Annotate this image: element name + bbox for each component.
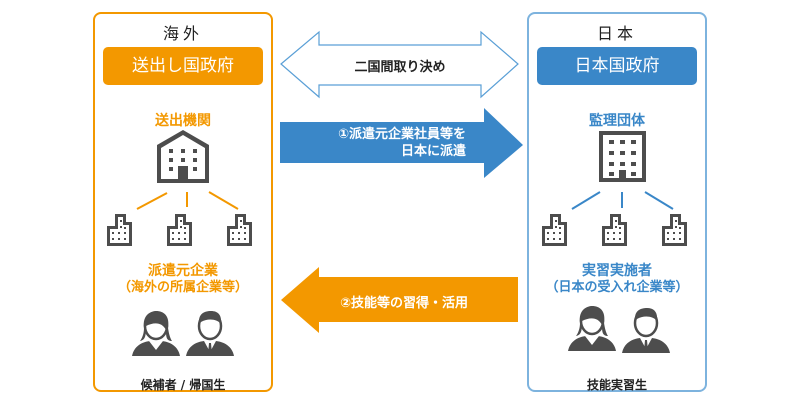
trainees-caption: 技能実習生 [586,378,647,392]
sending-organization-label: 送出機関 [155,113,211,129]
dispatch-arrow [280,108,523,178]
dispatching-company-icon [107,214,132,246]
dispatching-companies-sublabel: （海外の所属企業等） [117,280,248,295]
implementing-company-icon [602,214,627,246]
dispatch-label-line1: ①派遣元企業社員等を [337,127,466,142]
dispatching-company-icon [167,214,192,246]
dispatch-label-line2: 日本に派遣 [400,144,466,159]
return-arrow [281,267,518,333]
implementing-organizations-sublabel: （日本の受入れ企業等） [545,280,689,295]
implementing-company-icon [542,214,567,246]
sending-connector-lines [136,191,239,210]
candidate-female-icon [130,309,182,358]
sending-organization-building-icon [157,130,209,183]
japan-title: 日本 [596,24,637,43]
bilateral-double-arrow [280,30,519,99]
implementing-company-icon [662,214,687,246]
supervising-connector-lines [571,191,674,210]
bilateral-agreement-label: 二国間取り決め [354,60,446,75]
overseas-panel: 海外 送出し国政府 送出機関 派遣元企業 （海外の所属企業等） 候補者 / 帰国… [93,12,273,392]
japan-panel: 日本 日本国政府 監理団体 実習実施者 （日本の受入れ企業等） 技能実習生 [527,12,707,392]
implementing-organizations-label: 実習実施者 [582,263,652,279]
trainee-male-icon [620,306,672,355]
return-label: ②技能等の習得・活用 [340,296,469,311]
overseas-title: 海外 [162,24,203,43]
supervising-organization-building-icon [599,131,646,182]
candidates-caption: 候補者 / 帰国生 [140,378,226,392]
sending-government-box: 送出し国政府 [103,47,263,85]
japan-government-box: 日本国政府 [537,47,697,85]
supervising-organization-label: 監理団体 [589,113,645,129]
trainee-female-icon [566,304,618,353]
candidate-male-icon [184,309,236,358]
dispatching-companies-label: 派遣元企業 [148,263,218,279]
dispatching-company-icon [227,214,252,246]
